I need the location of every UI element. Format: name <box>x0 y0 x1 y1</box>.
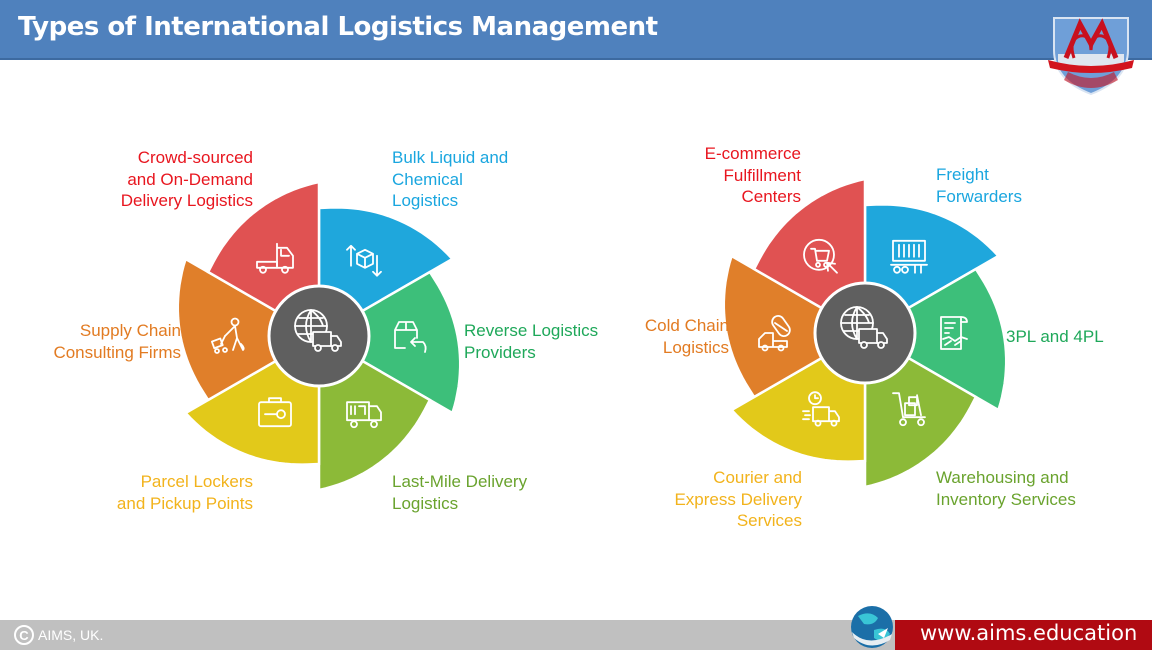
copyright-icon: C <box>14 625 34 645</box>
cart-click-icon <box>803 238 838 274</box>
locker-key-icon <box>258 397 292 428</box>
express-truck-clock-icon <box>802 391 840 427</box>
copyright-text: AIMS, UK. <box>38 627 104 643</box>
segment-label: Reverse Logistics Providers <box>464 321 599 362</box>
wheel-segment-orange <box>722 254 868 399</box>
contract-handshake-icon <box>940 316 968 350</box>
box-return-icon <box>394 321 427 353</box>
truck-cab-icon <box>256 242 294 274</box>
segment-label: Courier and Express Delivery Services <box>674 468 802 530</box>
logistics-wheel-1 <box>176 180 462 492</box>
warehouse-trolley-icon <box>892 392 926 427</box>
boxes-exchange-icon <box>346 244 382 277</box>
header-bar: Types of International Logistics Managem… <box>0 0 1152 60</box>
aims-logo <box>1048 17 1134 96</box>
logistics-wheel-2 <box>722 177 1008 489</box>
page-title: Types of International Logistics Managem… <box>18 12 658 42</box>
wheel-segment-green <box>316 270 462 415</box>
footer-copyright: C AIMS, UK. <box>14 625 103 645</box>
website-link[interactable]: www.aims.education <box>920 621 1138 645</box>
wheel-segment-orange <box>176 257 322 402</box>
globe-truck-icon <box>294 309 342 352</box>
segment-label: Bulk Liquid and Chemical Logistics <box>392 148 509 210</box>
segment-label: Last-Mile Delivery Logistics <box>392 472 528 513</box>
segment-label: Cold Chain Logistics <box>644 316 729 357</box>
container-icon <box>890 239 928 274</box>
segment-label: Crowd-sourced and On-Demand Delivery Log… <box>120 148 253 210</box>
segment-label: Parcel Lockers and Pickup Points <box>116 472 253 513</box>
segment-label: Freight Forwarders <box>936 165 1022 206</box>
segment-label: Supply Chain Consulting Firms <box>53 321 181 362</box>
segment-label: 3PL and 4PL <box>1006 327 1104 346</box>
segment-label: E-commerce Fulfillment Centers <box>704 144 801 206</box>
segment-label: Warehousing and Inventory Services <box>936 468 1076 509</box>
person-trolley-icon <box>210 317 245 354</box>
delivery-truck-icon <box>346 401 382 429</box>
globe-icon <box>851 606 893 648</box>
pill-truck-icon <box>758 315 791 352</box>
globe-truck-icon <box>840 306 888 349</box>
footer-website-band <box>895 620 1152 650</box>
wheel-segment-green <box>862 267 1008 412</box>
